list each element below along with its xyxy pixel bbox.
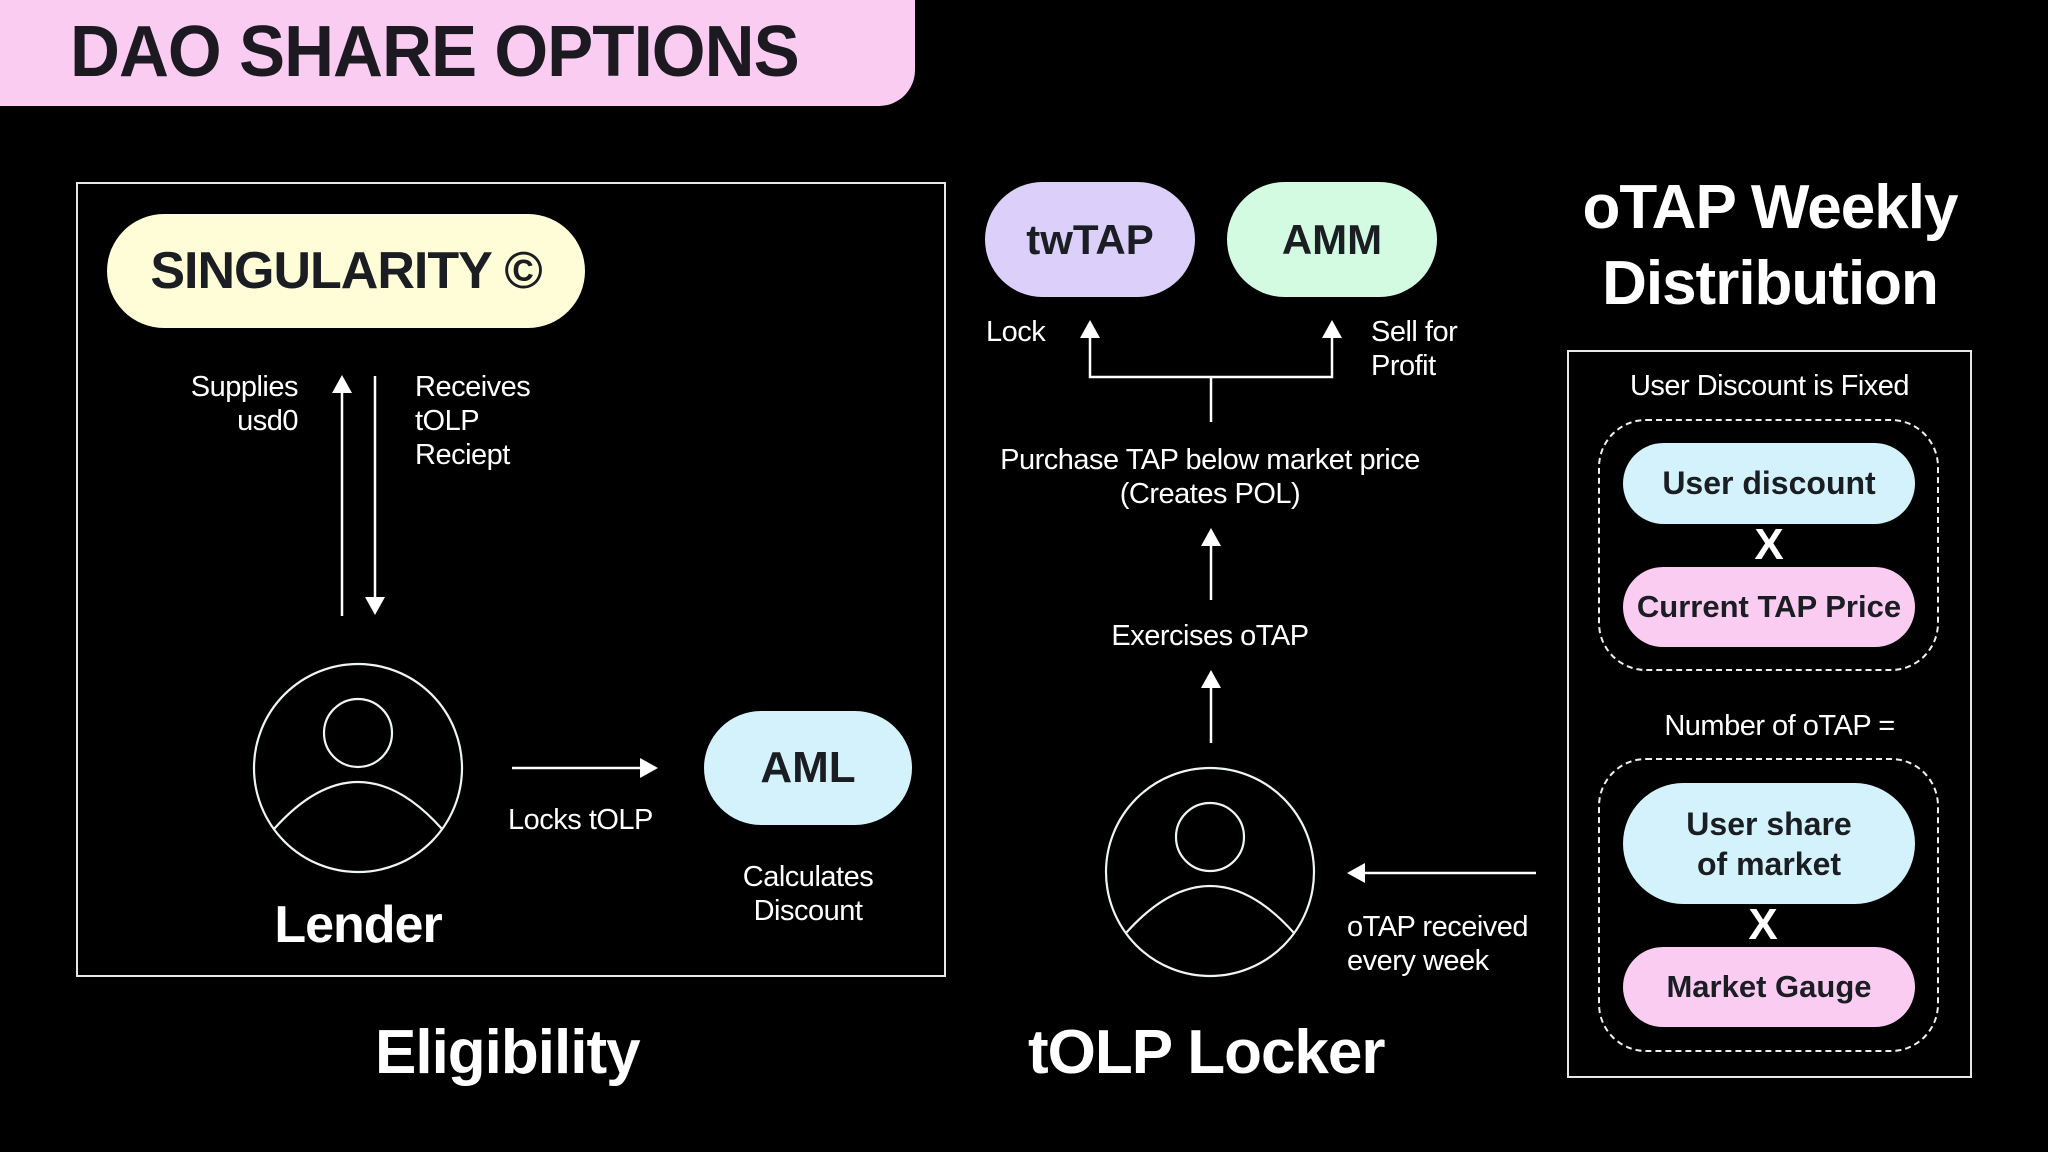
- lock-label: Lock: [986, 316, 1046, 348]
- purchase-arrow-up: [1201, 528, 1221, 600]
- otap-received-label: oTAP received every week: [1347, 911, 1529, 977]
- twtap-node: twTAP: [985, 182, 1195, 297]
- market-gauge-node: Market Gauge: [1623, 947, 1915, 1027]
- otap-received-arrow-left: [1347, 863, 1536, 883]
- multiply-icon: X: [1754, 520, 1784, 569]
- sell-arrow-head: [1322, 320, 1342, 338]
- eligibility-section-title: Eligibility: [375, 1018, 641, 1087]
- singularity-label: SINGULARITY ©: [150, 242, 542, 300]
- lock-arrow-head: [1080, 320, 1100, 338]
- locker-avatar-icon: [1104, 766, 1316, 978]
- receives-label: Receives tOLP Reciept: [415, 371, 531, 471]
- market-gauge-label: Market Gauge: [1666, 969, 1872, 1004]
- exercises-otap-label: Exercises oTAP: [1111, 620, 1309, 652]
- supplies-label: Supplies usd0: [190, 371, 299, 437]
- user-discount-node: User discount: [1623, 443, 1915, 524]
- distribution-frame: [1567, 350, 1972, 1078]
- twtap-label: twTAP: [1026, 215, 1154, 263]
- page-title: DAO SHARE OPTIONS: [70, 12, 800, 92]
- locks-tolp-label: Locks tOLP: [508, 804, 653, 836]
- user-share-node: User share of market: [1623, 783, 1915, 904]
- sell-for-profit-label: Sell for Profit: [1371, 316, 1458, 382]
- multiply-icon: X: [1748, 900, 1778, 949]
- amm-label: AMM: [1281, 215, 1383, 263]
- number-of-otap-label: Number of oTAP =: [1664, 710, 1895, 742]
- purchase-tap-label: Purchase TAP below market price (Creates…: [1000, 444, 1420, 510]
- user-discount-fixed-label: User Discount is Fixed: [1629, 370, 1910, 402]
- branch-connector: [1080, 320, 1342, 422]
- singularity-node: SINGULARITY ©: [107, 214, 585, 328]
- title-banner: DAO SHARE OPTIONS: [0, 0, 915, 106]
- current-tap-price-label: Current TAP Price: [1636, 589, 1902, 624]
- distribution-section-title: oTAP Weekly Distribution: [1582, 173, 1959, 318]
- calculates-discount-label: Calculates Discount: [742, 861, 874, 927]
- eligibility-frame: [76, 182, 946, 977]
- exercise-arrow-up: [1201, 670, 1221, 743]
- aml-node: AML: [704, 711, 912, 825]
- discount-formula-group: [1598, 419, 1939, 671]
- user-discount-label: User discount: [1662, 465, 1876, 501]
- aml-label: AML: [760, 743, 856, 792]
- lender-label: Lender: [274, 896, 442, 954]
- current-tap-price-node: Current TAP Price: [1623, 567, 1915, 647]
- share-formula-group: [1598, 758, 1939, 1052]
- tolp-locker-section-title: tOLP Locker: [1028, 1018, 1386, 1087]
- amm-node: AMM: [1227, 182, 1437, 297]
